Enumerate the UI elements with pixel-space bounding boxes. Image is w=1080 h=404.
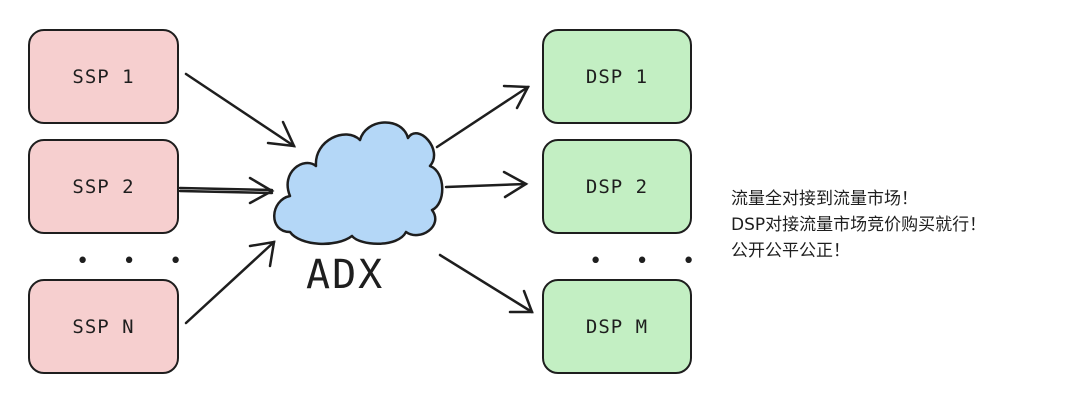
arrow-ssp2-to-adx [178,176,275,205]
ssp-ellipsis: • • • [76,249,193,274]
ssp-box-2: SSP 2 [28,139,179,234]
arrow-adx-to-dsp2 [444,170,529,199]
annotation-note: 流量全对接到流量市场！ DSP对接流量市场竞价购买就行！ 公开公平公正！ [731,186,986,264]
dsp-box-m: DSP M [542,279,692,374]
adx-label: ADX [306,252,385,298]
note-line: 公开公平公正！ [731,241,850,261]
arrow-adx-to-dspm [438,253,534,314]
ssp-box-label: SSP 1 [72,65,135,88]
ssp-box-label: SSP 2 [72,175,135,198]
note-line: 流量全对接到流量市场！ [731,189,918,209]
dsp-box-label: DSP M [585,315,649,338]
dsp-box-1: DSP 1 [542,29,692,124]
dsp-ellipsis: • • • [589,249,706,274]
arrow-adx-to-dsp1 [435,84,531,149]
ssp-box-1: SSP 1 [28,29,179,124]
arrow-sspn-to-adx [184,240,276,325]
arrow-ssp1-to-adx [184,72,297,148]
dsp-box-2: DSP 2 [542,139,692,234]
cloud-icon [273,121,444,246]
ssp-box-n: SSP N [28,279,179,374]
note-line: DSP对接流量市场竞价购买就行！ [731,215,987,235]
ssp-box-label: SSP N [72,315,135,338]
dsp-box-label: DSP 1 [585,65,649,88]
dsp-box-label: DSP 2 [585,175,649,198]
